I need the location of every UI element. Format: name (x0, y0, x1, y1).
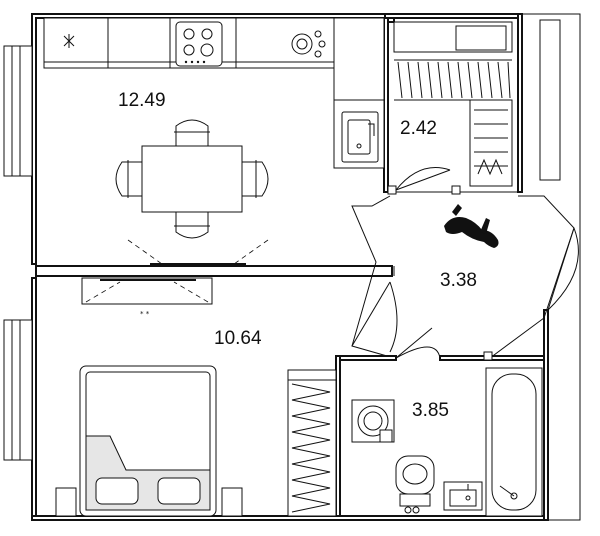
chair-bottom (174, 211, 210, 239)
window-left-lower (3, 319, 33, 461)
room-area-bathroom: 3.85 (412, 400, 449, 421)
chair-top (174, 119, 210, 147)
room-area-hallway: 3.38 (440, 270, 477, 291)
bathroom-sink-icon (443, 481, 483, 511)
room-area-kitchen: 12.49 (118, 90, 166, 111)
bedroom-wardrobe (287, 369, 337, 517)
dining-table (141, 145, 243, 213)
wardrobe-shelf-side (469, 99, 513, 187)
hallway-bedroom-door (351, 281, 398, 353)
wardrobe-door (387, 167, 461, 195)
rabbit-icon (444, 204, 499, 248)
dishwasher-icon (291, 30, 326, 58)
tv-projection (127, 239, 269, 265)
wardrobe-shelf-upper (393, 21, 513, 101)
partition-wall (35, 265, 393, 277)
hob-icon (175, 21, 223, 67)
room-area-bedroom: 10.64 (214, 328, 262, 349)
bathtub-icon (485, 367, 543, 517)
entrance-door (547, 227, 579, 311)
kitchen-sink-icon (341, 111, 379, 163)
toilet-icon (395, 455, 435, 514)
chair-right (241, 160, 269, 198)
bathroom-walls (335, 355, 545, 517)
bed (55, 365, 243, 517)
room-area-wardrobe: 2.42 (400, 118, 437, 139)
bathroom-door (395, 327, 493, 361)
svg-text:* *: * * (140, 310, 150, 318)
tv-unit: * * (81, 277, 213, 318)
fridge-snowflake-icon (63, 34, 75, 48)
chair-left (115, 160, 143, 198)
washing-machine-icon (351, 399, 395, 443)
window-left-upper (3, 45, 33, 177)
